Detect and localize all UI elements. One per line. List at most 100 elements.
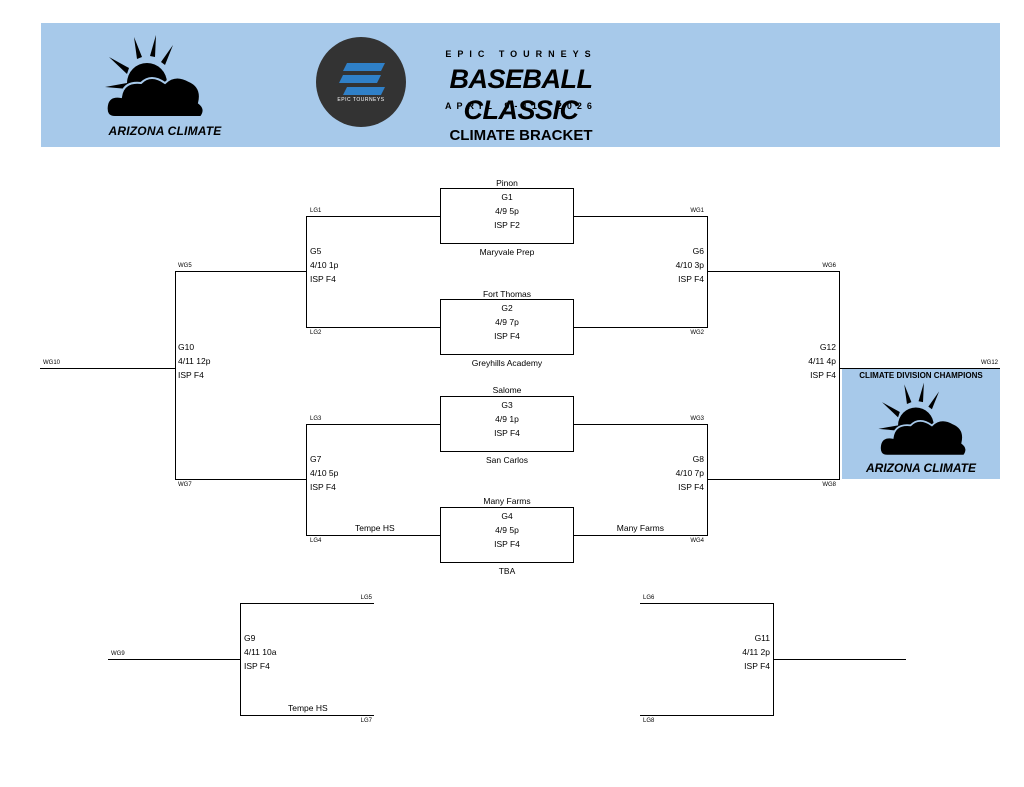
label-lg3: LG3 xyxy=(310,416,322,422)
connector-wg4 xyxy=(574,535,708,536)
label-wg2: WG2 xyxy=(690,330,704,336)
connector-wg5 xyxy=(175,271,307,272)
label-wg5: WG5 xyxy=(178,263,192,269)
event-dates: APRIL 9-11, 2026 xyxy=(445,101,597,111)
g1-top-team: Pinon xyxy=(496,178,518,188)
g7-feed-team: Tempe HS xyxy=(355,523,395,533)
g8-feed-team: Many Farms xyxy=(616,523,664,533)
g8-time: 4/10 7p xyxy=(675,468,704,478)
g2-time: 4/9 7p xyxy=(495,317,519,327)
label-wg12: WG12 xyxy=(980,360,998,366)
g3-id: G3 xyxy=(501,400,513,410)
header-banner: ARIZONA CLIMATE EPIC TOURNEYS EPIC TOURN… xyxy=(41,23,1000,147)
g10-field: ISP F4 xyxy=(178,370,204,380)
g1-time: 4/9 5p xyxy=(495,206,519,216)
connector-wg11 xyxy=(773,659,906,660)
g5-field: ISP F4 xyxy=(310,274,336,284)
connector-g10 xyxy=(175,271,176,480)
g3-bottom-team: San Carlos xyxy=(485,455,529,465)
connector-lg6 xyxy=(640,603,774,604)
g2-bottom-team: Greyhills Academy xyxy=(471,358,543,368)
g4-id: G4 xyxy=(501,511,513,521)
label-lg4: LG4 xyxy=(310,538,322,544)
label-lg5: LG5 xyxy=(360,595,372,601)
g3-field: ISP F4 xyxy=(494,428,520,438)
game-box-g1[interactable]: G1 4/9 5p ISP F2 xyxy=(440,188,574,244)
game-box-g3[interactable]: G3 4/9 1p ISP F4 xyxy=(440,396,574,452)
g9-id: G9 xyxy=(244,633,256,643)
champions-title: CLIMATE DIVISION CHAMPIONS xyxy=(859,371,983,380)
label-lg7: LG7 xyxy=(360,718,372,724)
g1-field: ISP F2 xyxy=(494,220,520,230)
g9-time: 4/11 10a xyxy=(244,647,277,657)
bracket-title: CLIMATE BRACKET xyxy=(449,127,593,144)
connector-g6 xyxy=(707,216,708,328)
champions-box: CLIMATE DIVISION CHAMPIONS ARIZONA CLIMA… xyxy=(842,369,1000,479)
g9-team: Tempe HS xyxy=(288,703,328,713)
connector-g8 xyxy=(707,424,708,536)
stripes-icon xyxy=(339,63,385,95)
connector-lg7 xyxy=(240,715,374,716)
connector-wg7 xyxy=(175,479,307,480)
event-title: BASEBALL CLASSIC xyxy=(449,64,594,125)
g10-id: G10 xyxy=(178,342,195,352)
g1-id: G1 xyxy=(501,192,513,202)
connector-lg3 xyxy=(306,424,440,425)
label-wg10: WG10 xyxy=(43,360,61,366)
g12-field: ISP F4 xyxy=(810,370,836,380)
g7-id: G7 xyxy=(310,454,322,464)
g3-top-team: Salome xyxy=(492,385,522,395)
connector-wg9 xyxy=(108,659,241,660)
g11-id: G11 xyxy=(754,633,770,643)
g11-field: ISP F4 xyxy=(744,661,770,671)
g12-time: 4/11 4p xyxy=(808,356,836,366)
connector-wg3 xyxy=(574,424,708,425)
g3-time: 4/9 1p xyxy=(495,414,519,424)
g1-bottom-team: Maryvale Prep xyxy=(479,247,535,257)
event-logo: EPIC TOURNEYS xyxy=(316,37,406,127)
connector-g7 xyxy=(306,424,307,536)
g9-field: ISP F4 xyxy=(244,661,270,671)
g4-time: 4/9 5p xyxy=(495,525,519,535)
g5-id: G5 xyxy=(310,246,322,256)
label-wg9: WG9 xyxy=(111,651,125,657)
g6-field: ISP F4 xyxy=(678,274,704,284)
g4-field: ISP F4 xyxy=(494,539,520,549)
connector-g12 xyxy=(839,271,840,480)
label-lg8: LG8 xyxy=(643,718,655,724)
g10-time: 4/11 12p xyxy=(178,356,211,366)
label-wg1: WG1 xyxy=(690,208,704,214)
g11-time: 4/11 2p xyxy=(742,647,770,657)
connector-wg12 xyxy=(839,368,1000,369)
label-wg4: WG4 xyxy=(690,538,704,544)
sun-cloud-icon xyxy=(878,382,968,457)
connector-wg2 xyxy=(574,327,708,328)
g7-time: 4/10 5p xyxy=(310,468,339,478)
g7-field: ISP F4 xyxy=(310,482,336,492)
g8-id: G8 xyxy=(692,454,704,464)
connector-wg8 xyxy=(707,479,840,480)
connector-wg1 xyxy=(574,216,708,217)
connector-wg6 xyxy=(707,271,840,272)
g4-top-team: Many Farms xyxy=(483,496,531,506)
game-box-g4[interactable]: G4 4/9 5p ISP F4 xyxy=(440,507,574,563)
g8-field: ISP F4 xyxy=(678,482,704,492)
logo-text: EPIC TOURNEYS xyxy=(337,97,385,103)
g5-time: 4/10 1p xyxy=(310,260,339,270)
label-wg7: WG7 xyxy=(178,482,192,488)
label-wg3: WG3 xyxy=(690,416,704,422)
champions-name: ARIZONA CLIMATE xyxy=(866,461,976,475)
g2-field: ISP F4 xyxy=(494,331,520,341)
label-wg6: WG6 xyxy=(822,263,836,269)
connector-lg4 xyxy=(306,535,440,536)
label-wg8: WG8 xyxy=(822,482,836,488)
label-lg6: LG6 xyxy=(643,595,655,601)
sun-cloud-icon xyxy=(105,35,205,118)
event-org: EPIC TOURNEYS xyxy=(445,49,597,59)
game-box-g2[interactable]: G2 4/9 7p ISP F4 xyxy=(440,299,574,355)
g6-id: G6 xyxy=(692,246,704,256)
g4-bottom-team: TBA xyxy=(498,566,516,576)
g6-time: 4/10 3p xyxy=(675,260,704,270)
label-lg1: LG1 xyxy=(310,208,322,214)
connector-wg10 xyxy=(40,368,176,369)
